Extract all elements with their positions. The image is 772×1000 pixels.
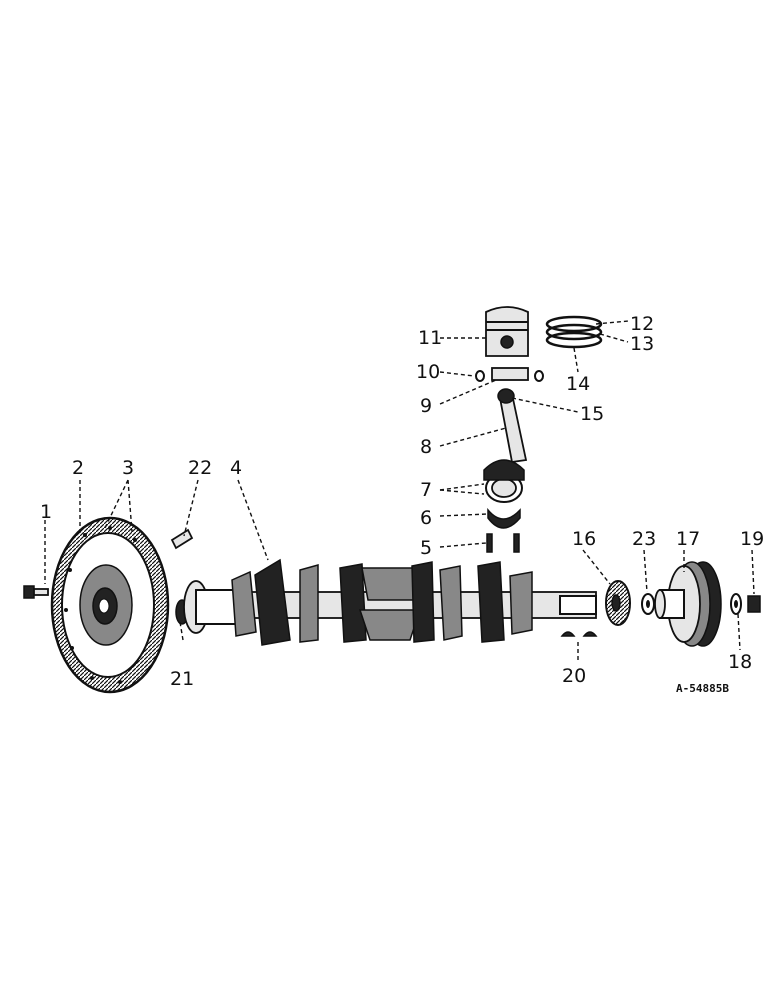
reference-code: A-54885B	[676, 682, 729, 695]
callout-15: 15	[580, 403, 604, 425]
pulley-washer	[730, 593, 742, 615]
callout-23: 23	[632, 528, 656, 550]
piston-rings	[545, 315, 603, 349]
callout-2: 2	[72, 457, 84, 479]
connecting-rod-bearings	[485, 473, 523, 503]
crankshaft-gear	[605, 580, 631, 626]
callout-21: 21	[170, 668, 194, 690]
callout-17: 17	[676, 528, 700, 550]
connecting-rod	[483, 388, 528, 481]
callout-9: 9	[420, 395, 432, 417]
callout-14: 14	[566, 373, 590, 395]
callout-16: 16	[572, 528, 596, 550]
callout-4: 4	[230, 457, 242, 479]
callout-6: 6	[420, 507, 432, 529]
piston-pin-retainer	[475, 370, 544, 382]
pulley-nut	[747, 595, 761, 613]
leader-lines	[44, 320, 755, 660]
callout-13: 13	[630, 333, 654, 355]
callout-20: 20	[562, 665, 586, 687]
callout-5: 5	[420, 537, 432, 559]
callout-8: 8	[420, 436, 432, 458]
callout-7: 7	[420, 479, 432, 501]
callout-22: 22	[188, 457, 212, 479]
callout-12: 12	[630, 313, 654, 335]
flywheel-bolt	[23, 585, 49, 599]
connecting-rod-cap	[487, 507, 521, 529]
crankshaft	[183, 558, 597, 646]
callout-11: 11	[418, 327, 442, 349]
callout-numbers: 1 2 3 22 4 21 11 10 9 8 7 6 5 15 12 13 1…	[40, 313, 764, 690]
flywheel	[50, 516, 170, 694]
connecting-rod-bolts	[486, 533, 520, 553]
callout-19: 19	[740, 528, 764, 550]
callout-1: 1	[40, 501, 52, 523]
piston-pin	[491, 367, 529, 381]
callout-10: 10	[416, 361, 440, 383]
crankshaft-pulley	[654, 561, 722, 647]
woodruff-keys	[560, 631, 598, 637]
dowel-pin	[170, 528, 194, 550]
callout-18: 18	[728, 651, 752, 673]
spacer-washer	[641, 593, 655, 615]
callout-3: 3	[122, 457, 134, 479]
piston	[485, 306, 529, 357]
